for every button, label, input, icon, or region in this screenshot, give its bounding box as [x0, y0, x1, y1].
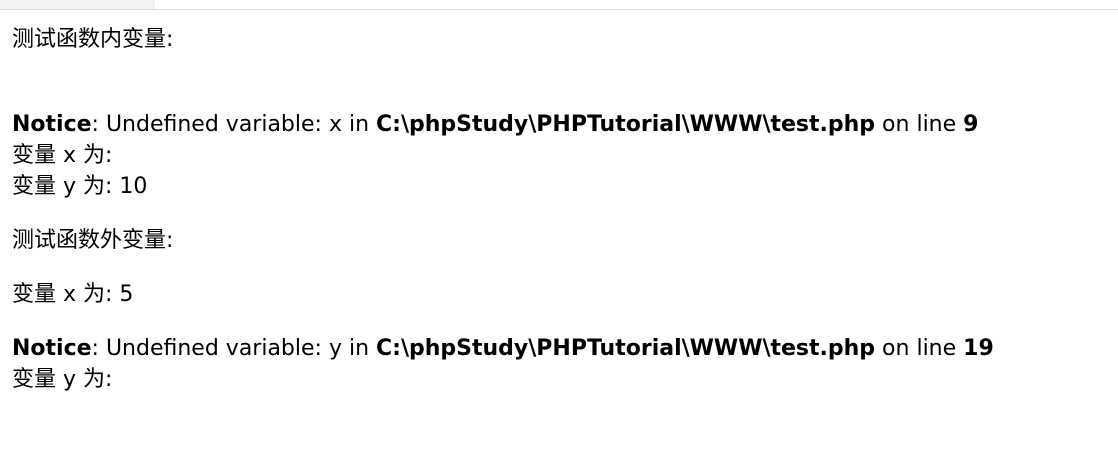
notice-file-path: C:\phpStudy\PHPTutorial\WWW\test.php: [376, 112, 876, 137]
notice-message: Undefined variable: x in: [105, 112, 377, 137]
outside-function-heading: 测试函数外变量:: [12, 228, 174, 253]
notice-file-path: C:\phpStudy\PHPTutorial\WWW\test.php: [376, 336, 876, 361]
top-edge-segment: [0, 0, 155, 9]
notice-on-line: on line: [875, 112, 964, 137]
php-output: 测试函数内变量: Notice: Undefined variable: x i…: [12, 24, 1108, 395]
browser-top-edge: [0, 0, 1118, 10]
notice-sep: :: [91, 336, 106, 361]
inside-y-value: 变量 y 为: 10: [12, 174, 148, 199]
notice-undefined-y: Notice: Undefined variable: y in C:\phpS…: [12, 333, 1108, 364]
notice-label: Notice: [12, 336, 92, 361]
notice-undefined-x: Notice: Undefined variable: x in C:\phpS…: [12, 109, 1108, 140]
notice-line-number: 19: [963, 336, 994, 361]
outside-y-value: 变量 y 为:: [12, 367, 113, 392]
outside-x-value: 变量 x 为: 5: [12, 282, 134, 307]
spacer: [12, 256, 1108, 279]
notice-line-number: 9: [963, 112, 979, 137]
inside-x-value: 变量 x 为:: [12, 143, 113, 168]
spacer: [12, 202, 1108, 225]
notice-on-line: on line: [875, 336, 964, 361]
spacer: [12, 78, 1108, 109]
inside-function-heading: 测试函数内变量:: [12, 27, 174, 52]
spacer: [12, 310, 1108, 333]
notice-sep: :: [91, 112, 106, 137]
spacer: [12, 55, 1108, 78]
notice-label: Notice: [12, 112, 92, 137]
notice-message: Undefined variable: y in: [105, 336, 377, 361]
